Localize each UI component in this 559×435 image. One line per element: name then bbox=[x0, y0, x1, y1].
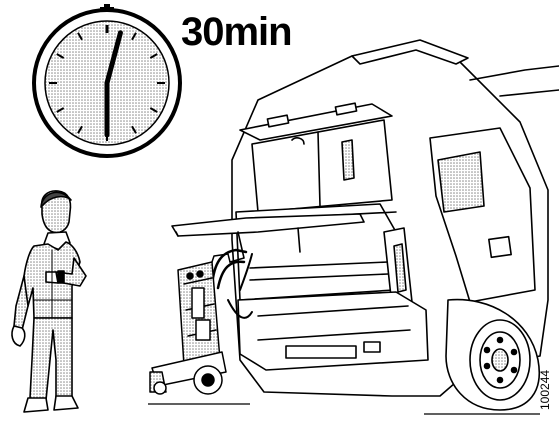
hydraulic-pump-cart bbox=[149, 248, 253, 395]
clock-tick bbox=[149, 53, 158, 59]
reference-number: 100244 bbox=[538, 369, 552, 410]
clock-tick bbox=[131, 32, 137, 41]
clock-tick bbox=[56, 107, 65, 113]
hour-hand bbox=[104, 30, 123, 86]
clock-tick bbox=[149, 107, 158, 113]
truck-cab-tilted bbox=[171, 39, 559, 411]
clock-tick bbox=[56, 53, 65, 59]
clock-tick bbox=[77, 32, 83, 41]
ground-line bbox=[148, 403, 540, 415]
mechanic-figure bbox=[11, 190, 87, 413]
duration-label: 30min bbox=[181, 10, 293, 54]
stopwatch-icon bbox=[32, 4, 182, 158]
clock-tick bbox=[77, 125, 83, 134]
clock-tick bbox=[131, 125, 137, 134]
clock-tick-marks bbox=[49, 25, 165, 141]
